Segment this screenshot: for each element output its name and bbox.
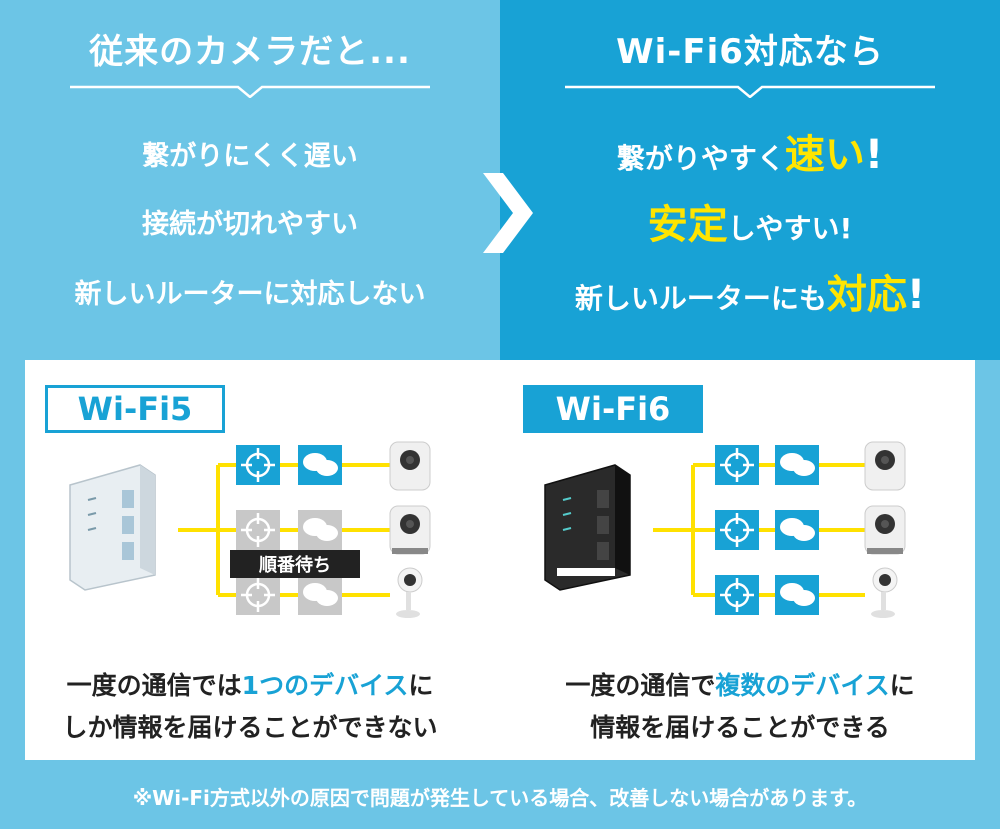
- wifi6-diagram: [544, 441, 906, 618]
- wifi5-desc-line-1: 一度の通信では1つのデバイスに: [66, 671, 434, 700]
- right-line-2: 安定しやすい!: [647, 202, 853, 248]
- camera-icon: [396, 567, 423, 618]
- left-heading-underline: [70, 85, 430, 98]
- waiting-label: 順番待ち: [259, 554, 331, 576]
- right-line-1: 繋がりやすく速い!: [616, 132, 884, 178]
- right-heading: Wi-Fi6対応なら: [616, 32, 884, 72]
- left-top-panel: [0, 0, 500, 360]
- left-line-2: 接続が切れやすい: [142, 209, 358, 240]
- camera-icon: [864, 441, 906, 491]
- wifi6-tag: Wi-Fi6: [523, 385, 703, 433]
- right-top-panel: [500, 0, 1000, 360]
- camera-icon: [871, 567, 898, 618]
- wifi6-desc-line-1: 一度の通信で複数のデバイスに: [565, 671, 915, 700]
- camera-icon: [389, 505, 431, 555]
- left-line-1: 繋がりにくく遅い: [142, 141, 358, 172]
- router-icon: [69, 464, 156, 591]
- wifi5-desc-line-2: しか情報を届けることができない: [62, 713, 438, 742]
- right-line-3: 新しいルーターにも対応!: [574, 272, 926, 318]
- left-heading: 従来のカメラだと...: [89, 32, 411, 72]
- wifi6-description: 一度の通信で複数のデバイスに 情報を届けることができる: [505, 665, 975, 749]
- right-heading-underline: [565, 85, 935, 98]
- router-icon: [544, 464, 631, 591]
- wifi6-desc-line-2: 情報を届けることができる: [590, 713, 890, 742]
- chevron-right-icon: [483, 173, 533, 253]
- wifi5-tag: Wi-Fi5: [45, 385, 225, 433]
- camera-icon: [389, 441, 431, 491]
- wifi5-description: 一度の通信では1つのデバイスに しか情報を届けることができない: [15, 665, 485, 749]
- left-line-3: 新しいルーターに対応しない: [74, 279, 426, 310]
- wifi5-diagram: 順番待ち: [69, 441, 431, 618]
- footnote: ※Wi-Fi方式以外の原因で問題が発生している場合、改善しない場合があります。: [132, 786, 868, 810]
- camera-icon: [864, 505, 906, 555]
